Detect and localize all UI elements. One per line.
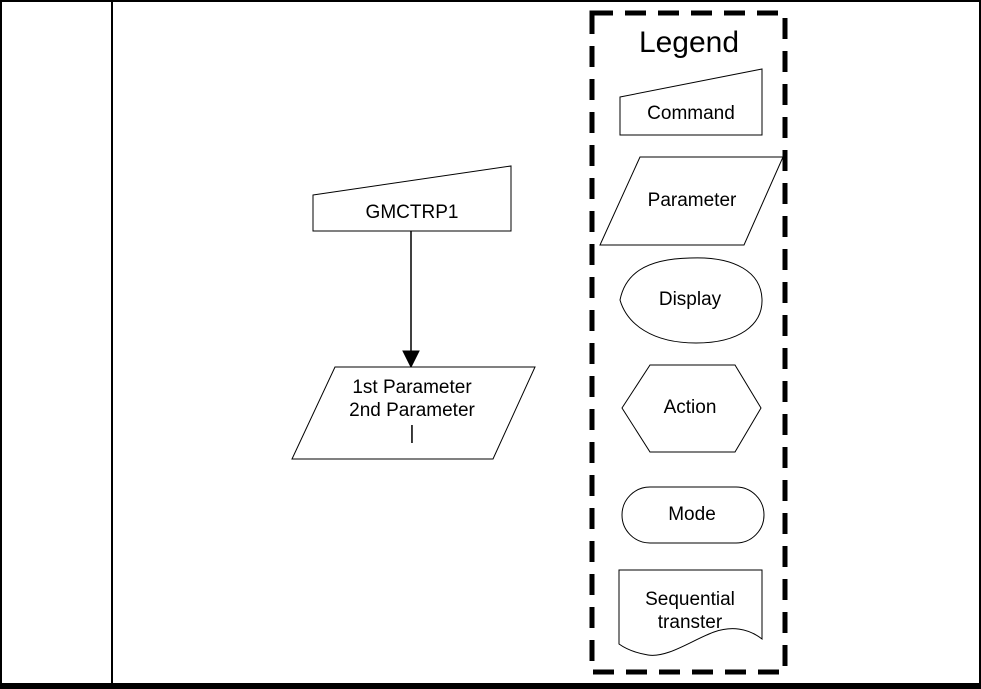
legend-mode-shape xyxy=(621,486,765,544)
legend-parameter-label: Parameter xyxy=(647,190,737,211)
legend-display-shape xyxy=(619,257,763,344)
command-node-label: GMCTRP1 xyxy=(365,202,459,223)
legend-display-label: Display xyxy=(658,289,722,310)
legend-action-label: Action xyxy=(663,397,717,418)
parameter-node-shape xyxy=(291,366,536,460)
legend-sequential-transfer-shape xyxy=(618,569,763,656)
table-column-divider xyxy=(111,2,113,683)
flow-arrow xyxy=(402,231,420,369)
legend-command-shape xyxy=(619,68,763,136)
legend-sequential-transfer-label: Sequential transter xyxy=(645,589,735,633)
legend-mode-label: Mode xyxy=(668,504,716,525)
command-node-shape xyxy=(312,165,512,232)
legend-title: Legend xyxy=(638,26,740,59)
legend-parameter-shape xyxy=(599,156,784,246)
legend-action-shape xyxy=(621,364,762,453)
parameter-node-label: 1st Parameter 2nd Parameter | xyxy=(349,377,475,444)
legend-command-label: Command xyxy=(647,103,735,124)
flow-arrowhead-icon xyxy=(402,350,420,369)
